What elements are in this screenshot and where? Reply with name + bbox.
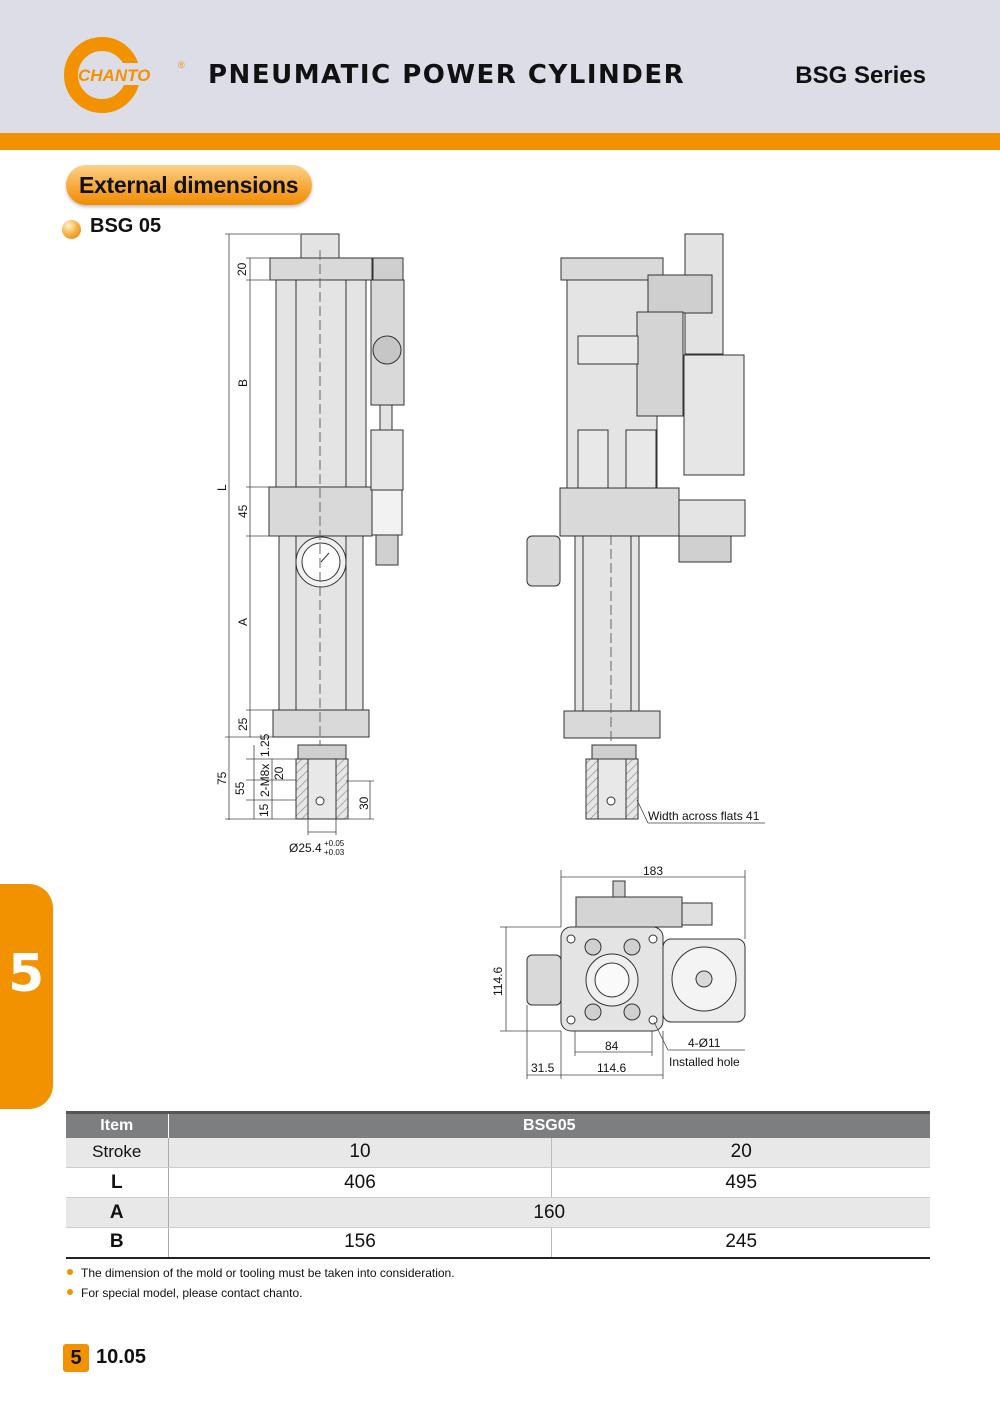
technical-drawing: 20 B L 45 A 25 1.25 2-M8x 20 75 55 15 30… xyxy=(215,233,765,1079)
front-dim-labels: 20 B L 45 A 25 1.25 2-M8x 20 75 55 15 30… xyxy=(215,262,371,857)
header-accent-bar xyxy=(0,133,1000,150)
side-dimensions xyxy=(636,799,765,824)
row-label: A xyxy=(66,1197,169,1228)
section-title: External dimensions xyxy=(79,172,299,198)
svg-text:20: 20 xyxy=(272,766,286,780)
page-title: PNEUMATIC POWER CYLINDER xyxy=(208,60,686,90)
chanto-logo: CHANTO ® xyxy=(64,37,192,113)
cell-value: 10 xyxy=(168,1137,553,1168)
svg-text:84: 84 xyxy=(605,1039,619,1053)
svg-text:1.25: 1.25 xyxy=(258,733,272,757)
top-view xyxy=(526,880,746,1032)
row-label: Stroke xyxy=(66,1137,169,1168)
front-view xyxy=(268,233,405,820)
svg-text:+0.05: +0.05 xyxy=(324,839,345,848)
cell-value: 160 xyxy=(168,1197,930,1228)
model-bullet-icon xyxy=(62,220,81,239)
spec-table: Item BSG05 Stroke 10 20 L 406 495 A 160 … xyxy=(66,1111,930,1259)
svg-text:+0.03: +0.03 xyxy=(324,848,345,857)
svg-text:Installed hole: Installed hole xyxy=(669,1055,740,1069)
row-label: B xyxy=(66,1227,169,1259)
chapter-number: 5 xyxy=(8,944,45,1004)
cell-value: 156 xyxy=(168,1227,553,1259)
svg-text:2-M8x: 2-M8x xyxy=(258,764,272,797)
svg-text:4-Ø11: 4-Ø11 xyxy=(688,1036,721,1050)
svg-text:75: 75 xyxy=(215,771,229,785)
table-row: B 156 245 xyxy=(66,1227,930,1259)
svg-text:B: B xyxy=(236,379,250,387)
svg-text:CHANTO: CHANTO xyxy=(78,66,150,85)
svg-text:®: ® xyxy=(178,60,185,70)
svg-text:L: L xyxy=(215,484,229,491)
svg-text:20: 20 xyxy=(235,262,249,276)
svg-text:A: A xyxy=(236,618,250,626)
svg-text:55: 55 xyxy=(233,781,247,795)
note-item: The dimension of the mold or tooling mus… xyxy=(66,1266,455,1280)
front-dimensions xyxy=(225,233,374,835)
section-title-pill: External dimensions xyxy=(66,165,312,205)
table-header-model: BSG05 xyxy=(168,1111,930,1138)
top-dimensions xyxy=(500,870,746,1079)
svg-text:Ø25.4: Ø25.4 xyxy=(289,841,322,855)
series-label: BSG Series xyxy=(795,62,926,89)
top-dim-labels: 183 114.6 84 114.6 31.5 4-Ø11 Installed … xyxy=(491,864,740,1075)
cell-value: 245 xyxy=(551,1227,930,1259)
svg-text:45: 45 xyxy=(236,504,250,518)
page-number-badge: 5 xyxy=(63,1344,89,1372)
table-row: Stroke 10 20 xyxy=(66,1137,930,1168)
notes: The dimension of the mold or tooling mus… xyxy=(66,1266,455,1306)
table-header-row: Item BSG05 xyxy=(66,1111,930,1138)
side-view xyxy=(526,233,746,820)
table-row: A 160 xyxy=(66,1197,930,1228)
cell-value: 495 xyxy=(551,1167,930,1198)
model-label: BSG 05 xyxy=(90,215,162,237)
svg-text:114.6: 114.6 xyxy=(597,1061,626,1075)
flats-label: Width across flats 41 xyxy=(648,809,760,823)
page-code: 10.05 xyxy=(96,1346,147,1368)
table-header-item: Item xyxy=(66,1111,169,1138)
svg-text:114.6: 114.6 xyxy=(491,967,505,996)
cell-value: 406 xyxy=(168,1167,553,1198)
svg-text:25: 25 xyxy=(236,717,250,731)
svg-text:15: 15 xyxy=(257,803,271,817)
svg-text:183: 183 xyxy=(643,864,663,878)
table-row: L 406 495 xyxy=(66,1167,930,1198)
cell-value: 20 xyxy=(551,1137,930,1168)
note-item: For special model, please contact chanto… xyxy=(66,1286,455,1300)
svg-text:30: 30 xyxy=(357,796,371,810)
chapter-side-tab: 5 xyxy=(0,884,53,1109)
svg-text:31.5: 31.5 xyxy=(531,1061,555,1075)
row-label: L xyxy=(66,1167,169,1198)
